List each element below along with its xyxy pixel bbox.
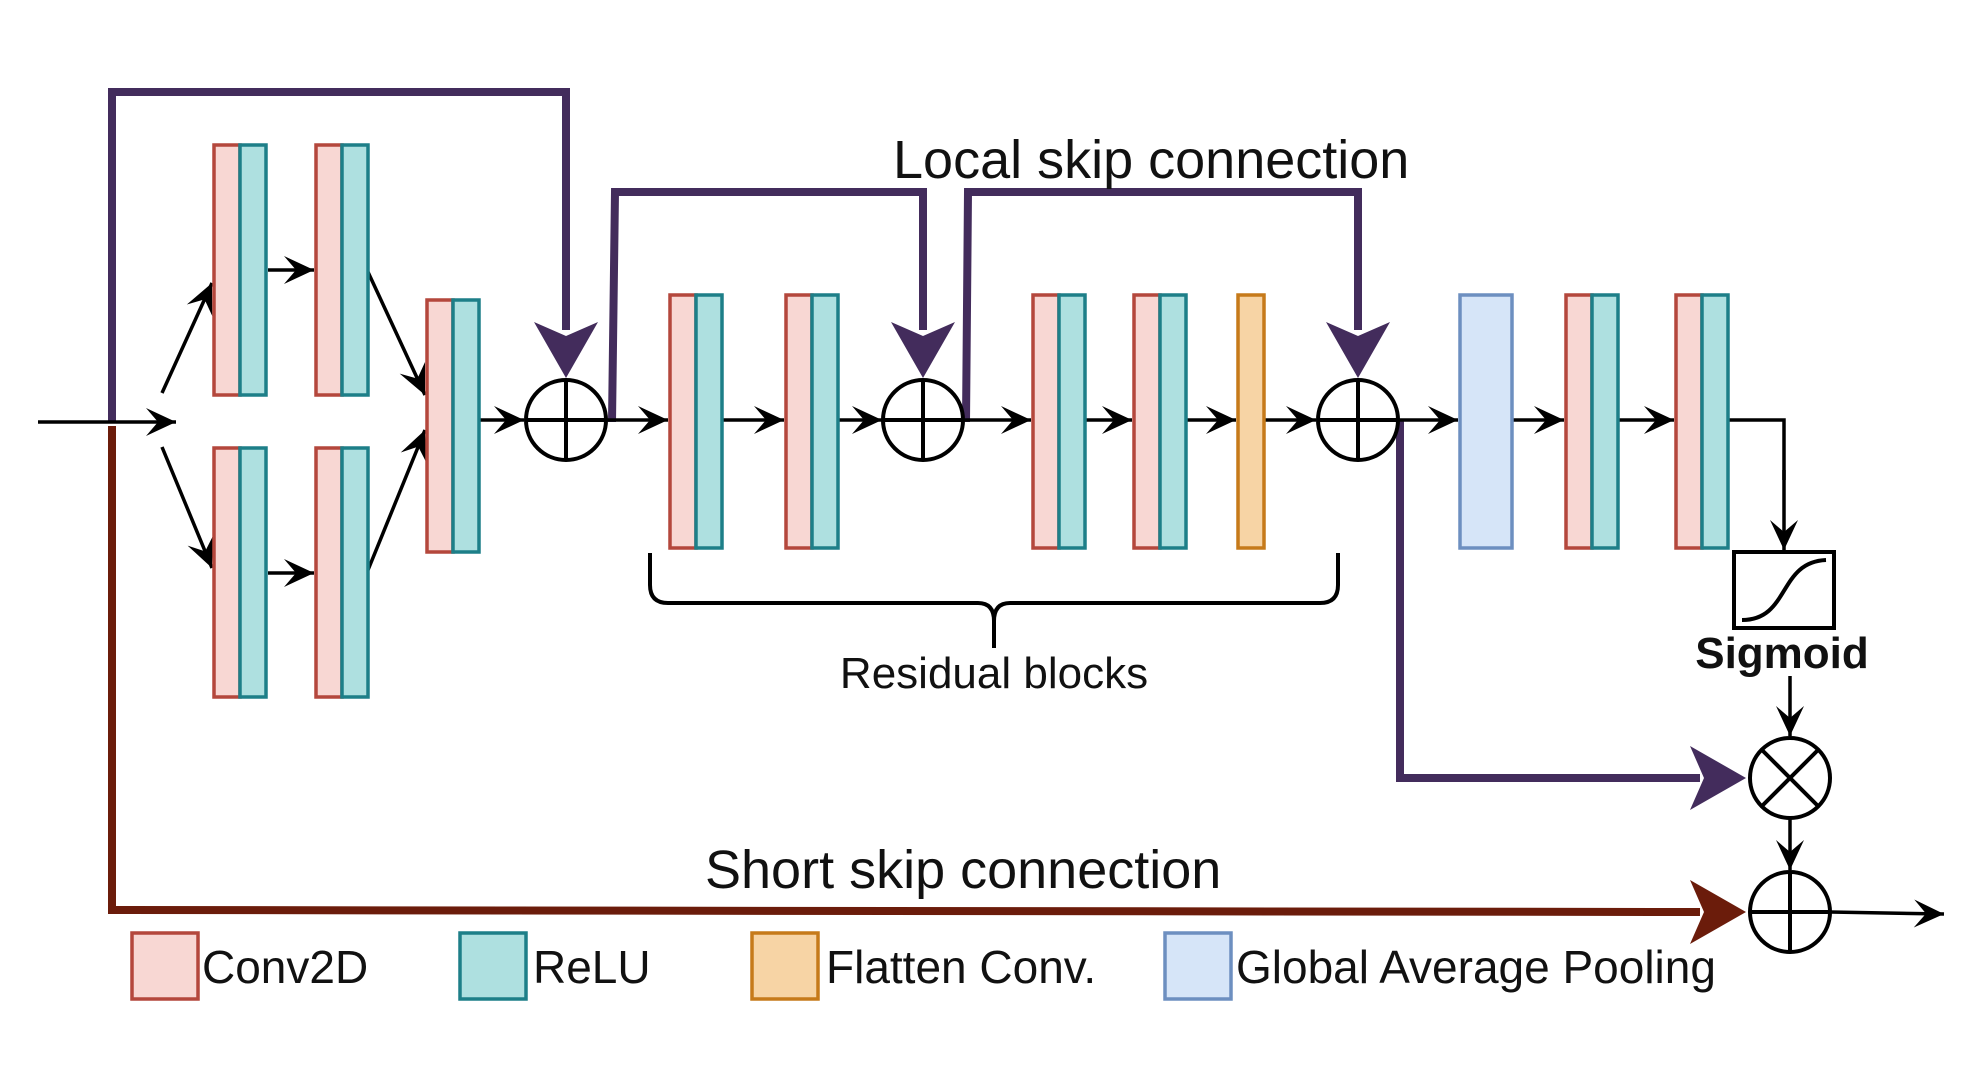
relu-layer [451,298,481,554]
sigmoid-label: Sigmoid [1695,629,1869,678]
arrow-to-head1 [1512,406,1564,434]
conv2d-layer [314,446,344,699]
legend: Conv2D ReLU Flatten Conv. Global Average… [130,931,1716,1001]
arrow-to-res3 [963,406,1031,434]
legend-swatch-relu [458,931,528,1001]
arrow-to-final-sum [1776,818,1804,870]
flow-arrows [38,256,1945,928]
arrow-top-merge [366,271,427,396]
global-average-pooling-layer [1458,293,1514,550]
relu-layer [810,293,840,550]
multiply-operator [1748,736,1832,820]
split-arrow-down [160,446,214,569]
conv2d-layer [212,143,242,397]
conv2d-layer [1132,293,1162,550]
conv2d-layer [1031,293,1061,550]
block-res-2 [784,293,840,550]
block-head-1 [1564,293,1620,550]
block-res-3 [1031,293,1087,550]
arrow-to-sum2 [838,406,882,434]
line-to-sigmoid [1728,418,1786,480]
legend-label-gap: Global Average Pooling [1236,941,1716,993]
relu-layer [1057,293,1087,550]
short-skip-label: Short skip connection [705,840,1221,900]
relu-layer [238,446,268,699]
split-arrow-up [160,282,214,394]
block-res-1 [668,293,724,550]
arrow-to-head2 [1618,406,1674,434]
local-skip-line-1 [608,188,927,423]
output-arrow [1829,899,1945,928]
block-enc-bot-1 [212,446,268,699]
local-skip-line-2 [962,188,1362,423]
multiply-branch-arrowhead [1690,746,1746,810]
arrow-to-flatten [1186,406,1236,434]
arrow-to-multiply [1776,676,1804,736]
local-skip-arrowhead-2 [1326,322,1390,378]
relu-layer [1590,293,1620,550]
local-skip-label: Local skip connection [893,130,1409,190]
conv2d-layer [425,298,455,554]
arrow-to-sum1 [479,406,524,434]
legend-swatch-gap [1163,931,1233,1001]
relu-layer [340,143,370,397]
relu-layer [1700,293,1730,550]
sum-operator-3 [1316,378,1400,462]
arrow-res3-res4 [1085,406,1132,434]
sum-operator-2 [881,378,965,462]
legend-label-conv: Conv2D [202,941,368,993]
conv2d-layer [1674,293,1704,550]
sum-operator-1 [524,378,608,462]
arrow-to-gap [1398,406,1458,434]
residual-brace [648,553,1340,648]
relu-layer [340,446,370,699]
arrow-res1-res2 [722,406,784,434]
arrow-to-sum3 [1264,406,1316,434]
conv2d-layer [1564,293,1594,550]
sum-operator-final [1748,870,1832,954]
sigmoid-icon [1732,550,1836,630]
short-skip-line [108,426,1701,916]
flatten-conv-layer [1236,293,1266,550]
legend-swatch-flatten [750,931,820,1001]
arrow-bot-merge [366,429,427,571]
conv2d-layer [784,293,814,550]
block-enc-bot-2 [314,446,370,699]
block-res-4 [1132,293,1188,550]
conv2d-layer [314,143,344,397]
residual-blocks-label: Residual blocks [840,649,1148,698]
conv2d-layer [668,293,698,550]
legend-swatch-conv [130,931,200,1001]
arrow-enc-top [268,256,314,284]
legend-label-flatten: Flatten Conv. [826,941,1096,993]
arrow-into-sigmoid [1770,470,1798,550]
relu-layer [694,293,724,550]
outer-skip-arrowhead [534,322,598,378]
outer-skip-line [108,88,570,422]
input-arrow [38,408,176,436]
relu-layer [1158,293,1188,550]
arrow-to-res1 [606,406,668,434]
legend-label-relu: ReLU [533,941,651,993]
block-merge [425,298,481,554]
block-enc-top-1 [212,143,268,397]
relu-layer [238,143,268,397]
short-skip-arrowhead [1690,880,1746,944]
block-enc-top-2 [314,143,370,397]
multiply-branch-line [1389,418,1700,782]
arrow-enc-bot [268,559,314,587]
layer-blocks [212,143,1730,699]
conv2d-layer [212,446,242,699]
block-head-2 [1674,293,1730,550]
local-skip-arrowhead-1 [891,322,955,378]
